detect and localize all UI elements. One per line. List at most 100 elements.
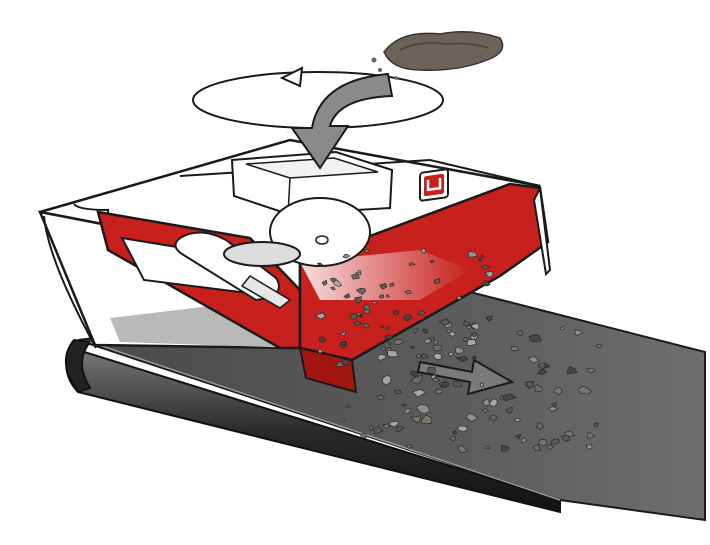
debris-fragment	[387, 420, 400, 428]
debris-fragment	[421, 414, 433, 425]
debris-fragment	[410, 415, 422, 424]
debris-fragment	[404, 289, 412, 295]
debris-fragment	[514, 433, 521, 440]
debris-fragment	[412, 327, 419, 334]
debris-fragment	[456, 444, 469, 454]
debris-fragment	[318, 336, 327, 343]
debris-fragment	[433, 278, 441, 285]
debris-fragment	[467, 251, 478, 258]
debris-fragment	[410, 345, 415, 350]
debris-fragment	[332, 279, 343, 288]
debris-fragment	[340, 330, 346, 337]
debris-fragment	[430, 374, 437, 380]
debris-fragment	[586, 431, 596, 439]
debris-fragment	[362, 303, 370, 311]
debris-fragment	[480, 264, 490, 270]
debris-fragment	[465, 413, 479, 423]
debris-fragment	[385, 294, 391, 298]
debris-fragment	[316, 262, 325, 267]
debris-fragment	[481, 280, 491, 287]
debris-fragment	[546, 444, 554, 451]
debris-fragment	[317, 349, 323, 354]
debris-fragment	[341, 358, 350, 366]
debris-fragment	[521, 437, 527, 444]
debris-fragment	[559, 325, 565, 330]
debris-fragment	[452, 380, 463, 388]
debris-fragment	[415, 353, 423, 359]
debris-fragment	[381, 423, 391, 429]
housing-left-tube	[43, 215, 97, 349]
debris-fragment	[449, 435, 457, 442]
debris-fragment	[553, 386, 563, 396]
debris-fragment	[393, 339, 405, 345]
debris-fragment	[534, 383, 543, 392]
debris-fragment	[320, 310, 325, 314]
rotor-assembly	[174, 197, 371, 309]
hopper-inner	[245, 157, 379, 179]
debris-fragment	[470, 323, 480, 331]
belt-front-roll	[65, 338, 92, 394]
debris-fragment	[376, 394, 385, 401]
debris-fragment	[389, 282, 395, 287]
debris-fragment	[466, 324, 471, 330]
debris-fragment	[446, 329, 452, 334]
debris-fragment	[382, 375, 392, 386]
debris-fragment	[393, 389, 402, 395]
debris-fragment	[538, 439, 548, 447]
debris-fragment	[403, 407, 411, 414]
debris-fragment	[455, 356, 469, 362]
red-panel-bottom-rail	[298, 346, 358, 394]
debris-fragment	[427, 366, 436, 375]
debris-fragment	[448, 331, 456, 337]
debris-fragment	[550, 402, 557, 407]
debris-fragment	[485, 315, 493, 322]
debris-fragment	[480, 254, 485, 258]
debris-fragment	[585, 443, 593, 450]
debris-fragment	[434, 388, 443, 395]
debris-fragment	[360, 432, 368, 439]
debris-fragment	[532, 443, 542, 452]
debris-fragment	[462, 337, 469, 343]
conveyor-direction-arrow-icon	[416, 358, 515, 396]
debris-fragment	[560, 434, 571, 442]
debris-fragment	[438, 318, 451, 326]
debris-fragment	[585, 367, 596, 374]
feed-arrow-icon	[290, 72, 394, 170]
debris-fragment	[429, 259, 435, 263]
input-material-pile	[371, 31, 504, 80]
debris-fragment	[376, 342, 381, 346]
debris-fragment	[488, 414, 498, 421]
debris-fragment	[514, 418, 522, 422]
belt-edge-line	[89, 341, 561, 501]
debris-fragment	[372, 300, 377, 305]
debris-fragment	[411, 389, 427, 398]
debris-fragment	[345, 405, 351, 409]
debris-fragment	[479, 382, 485, 388]
debris-fragment	[408, 261, 416, 267]
debris-fragment	[377, 354, 387, 361]
debris-fragment	[456, 425, 468, 433]
debris-fragment	[432, 352, 443, 361]
debris-fragment	[574, 329, 583, 336]
debris-fragment	[392, 309, 400, 316]
debris-fragment	[363, 248, 370, 254]
debris-fragment	[415, 404, 431, 415]
debris-fragment	[349, 313, 358, 320]
debris-fragment	[535, 422, 544, 430]
debris-fragment	[401, 403, 408, 407]
housing-left-tube-2	[73, 203, 111, 247]
conveyor-belt	[65, 290, 706, 522]
debris-fragment	[381, 346, 387, 351]
debris-fragment	[477, 258, 483, 262]
debris-fragment	[510, 345, 519, 352]
debris-fragment	[452, 430, 457, 435]
debris-fragment	[410, 374, 423, 385]
debris-fragment	[423, 337, 432, 344]
debris-fragment	[363, 322, 370, 329]
debris-fragment	[455, 295, 462, 301]
impeller-plate	[223, 241, 301, 267]
debris-fragment	[482, 398, 491, 407]
debris-fragment	[537, 362, 546, 370]
debris-fragment	[432, 344, 443, 352]
